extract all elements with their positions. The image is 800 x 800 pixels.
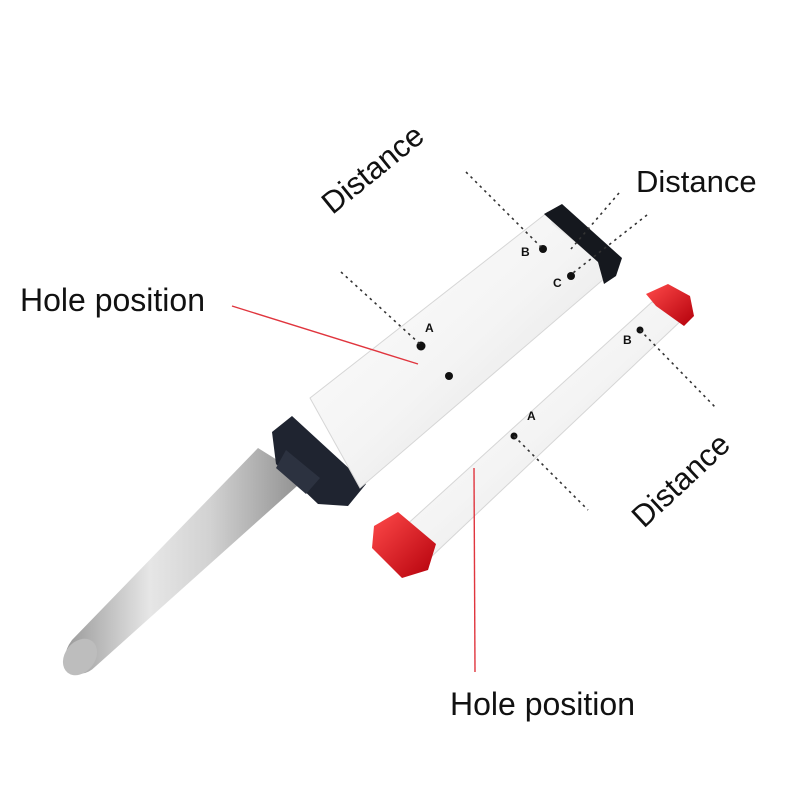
piston-rod: [62, 448, 306, 676]
marker-a-small: A: [527, 409, 536, 423]
dark-end-cap: [272, 416, 366, 506]
red-leader-lines: [231, 305, 476, 673]
black-top-cap: [544, 204, 622, 284]
dotted-distance-lines: [340, 171, 717, 511]
distance-label-right: Distance: [636, 164, 757, 199]
red-end-cap-bottom: [372, 512, 436, 578]
marker-a-large: A: [425, 321, 434, 335]
marker-b-large: B: [521, 245, 530, 259]
hole-position-label-left: Hole position: [20, 282, 205, 318]
large-profile-body: [309, 211, 613, 489]
hole-c-large: [567, 272, 575, 280]
marker-b-small: B: [623, 333, 632, 347]
marker-c-large: C: [553, 276, 562, 290]
hole-unlabeled-large: [445, 372, 453, 380]
hole-position-label-bottom: Hole position: [450, 686, 635, 722]
red-end-cap-top: [646, 284, 694, 326]
